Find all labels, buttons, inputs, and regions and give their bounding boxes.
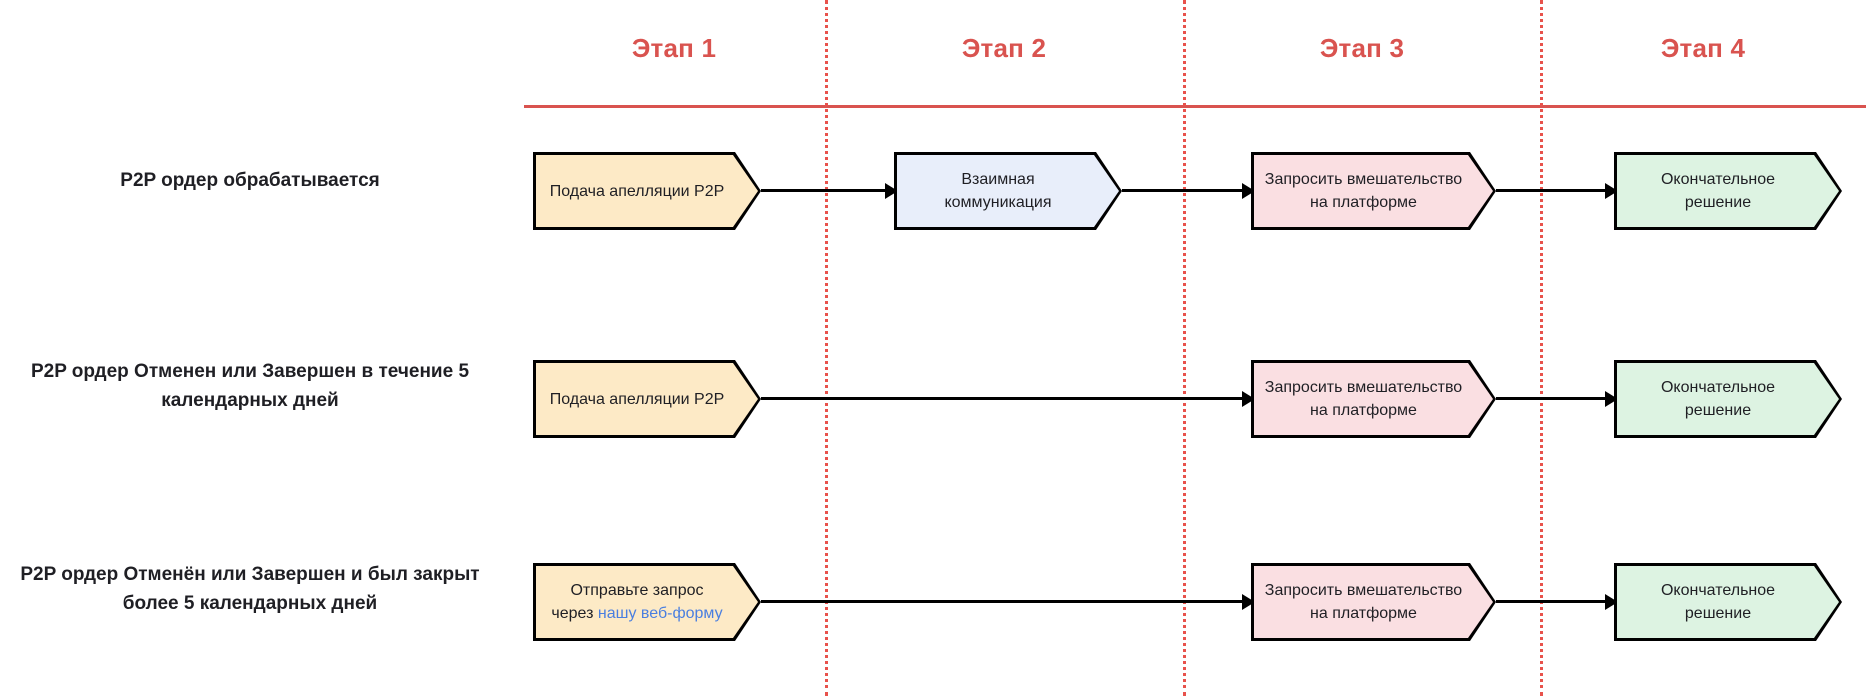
stage-header-4: Этап 4 <box>1660 33 1746 63</box>
step-box-r1-s4[interactable]: Окончательное решение <box>1614 152 1842 230</box>
step-text-r1-s2-line1: Взаимная <box>961 171 1035 188</box>
step-text-r3-s1-line1: Отправьте запрос <box>570 582 704 599</box>
arrow-line-r2-2 <box>1496 397 1609 400</box>
stage-separator-1 <box>825 0 828 696</box>
row-label-3-line1: P2P ордер Отменён или Завершен и был зак… <box>20 564 480 585</box>
stage-header-1: Этап 1 <box>631 33 717 63</box>
step-text-r2-s4-line1: Окончательное <box>1660 379 1776 396</box>
step-box-r2-s4[interactable]: Окончательное решение <box>1614 360 1842 438</box>
arrow-line-r2-1 <box>761 397 1246 400</box>
step-text-r1-s4-line1: Окончательное <box>1660 171 1776 188</box>
step-text-r3-s1-line2: через нашу веб-форму <box>551 602 722 625</box>
step-text-r1-s1: Подача апелляции P2P <box>549 182 725 200</box>
arrow-line-r3-2 <box>1496 600 1609 603</box>
row-label-3-line2: более 5 календарных дней <box>122 593 378 614</box>
step-text-r2-s4-line2: решение <box>1684 402 1752 419</box>
arrow-line-r1-3 <box>1496 189 1609 192</box>
step-text-r2-s1: Подача апелляции P2P <box>549 390 725 408</box>
step-text-r3-s1-prefix: через <box>551 605 598 622</box>
step-text-r1-s3-line2: на платформе <box>1310 194 1417 211</box>
stage-separator-3 <box>1540 0 1543 696</box>
step-box-r3-s3[interactable]: Запросить вмешательство на платформе <box>1251 563 1496 641</box>
stage-header-3: Этап 3 <box>1319 33 1405 63</box>
step-box-r2-s1[interactable]: Подача апелляции P2P <box>533 360 761 438</box>
row-label-1: P2P ордер обрабатывается <box>120 170 380 191</box>
stage-header-2: Этап 2 <box>961 33 1047 63</box>
step-text-r1-s3-line1: Запросить вмешательство <box>1264 171 1463 188</box>
step-text-r3-s4-line1: Окончательное <box>1660 582 1776 599</box>
step-box-r2-s3[interactable]: Запросить вмешательство на платформе <box>1251 360 1496 438</box>
arrow-line-r1-1 <box>761 189 889 192</box>
step-box-r3-s4[interactable]: Окончательное решение <box>1614 563 1842 641</box>
web-form-link[interactable]: нашу веб-форму <box>597 605 723 622</box>
header-divider-line <box>524 105 1866 108</box>
step-text-r1-s4-line2: решение <box>1684 194 1752 211</box>
step-box-r1-s3[interactable]: Запросить вмешательство на платформе <box>1251 152 1496 230</box>
step-text-r3-s4-line2: решение <box>1684 605 1752 622</box>
row-label-2-line1: P2P ордер Отменен или Завершен в течение… <box>30 361 470 382</box>
step-box-r1-s1[interactable]: Подача апелляции P2P <box>533 152 761 230</box>
step-box-r3-s1[interactable]: Отправьте запрос через нашу веб-форму <box>533 563 761 641</box>
stage-separator-2 <box>1183 0 1186 696</box>
step-text-r1-s2-line2: коммуникация <box>944 194 1052 211</box>
arrow-line-r1-2 <box>1122 189 1246 192</box>
row-label-2-line2: календарных дней <box>161 390 339 411</box>
arrow-line-r3-1 <box>761 600 1246 603</box>
step-box-r1-s2[interactable]: Взаимная коммуникация <box>894 152 1122 230</box>
step-text-r2-s3-line2: на платформе <box>1310 402 1417 419</box>
step-text-r3-s3-line1: Запросить вмешательство <box>1264 582 1463 599</box>
step-text-r3-s3-line2: на платформе <box>1310 605 1417 622</box>
step-text-r2-s3-line1: Запросить вмешательство <box>1264 379 1463 396</box>
